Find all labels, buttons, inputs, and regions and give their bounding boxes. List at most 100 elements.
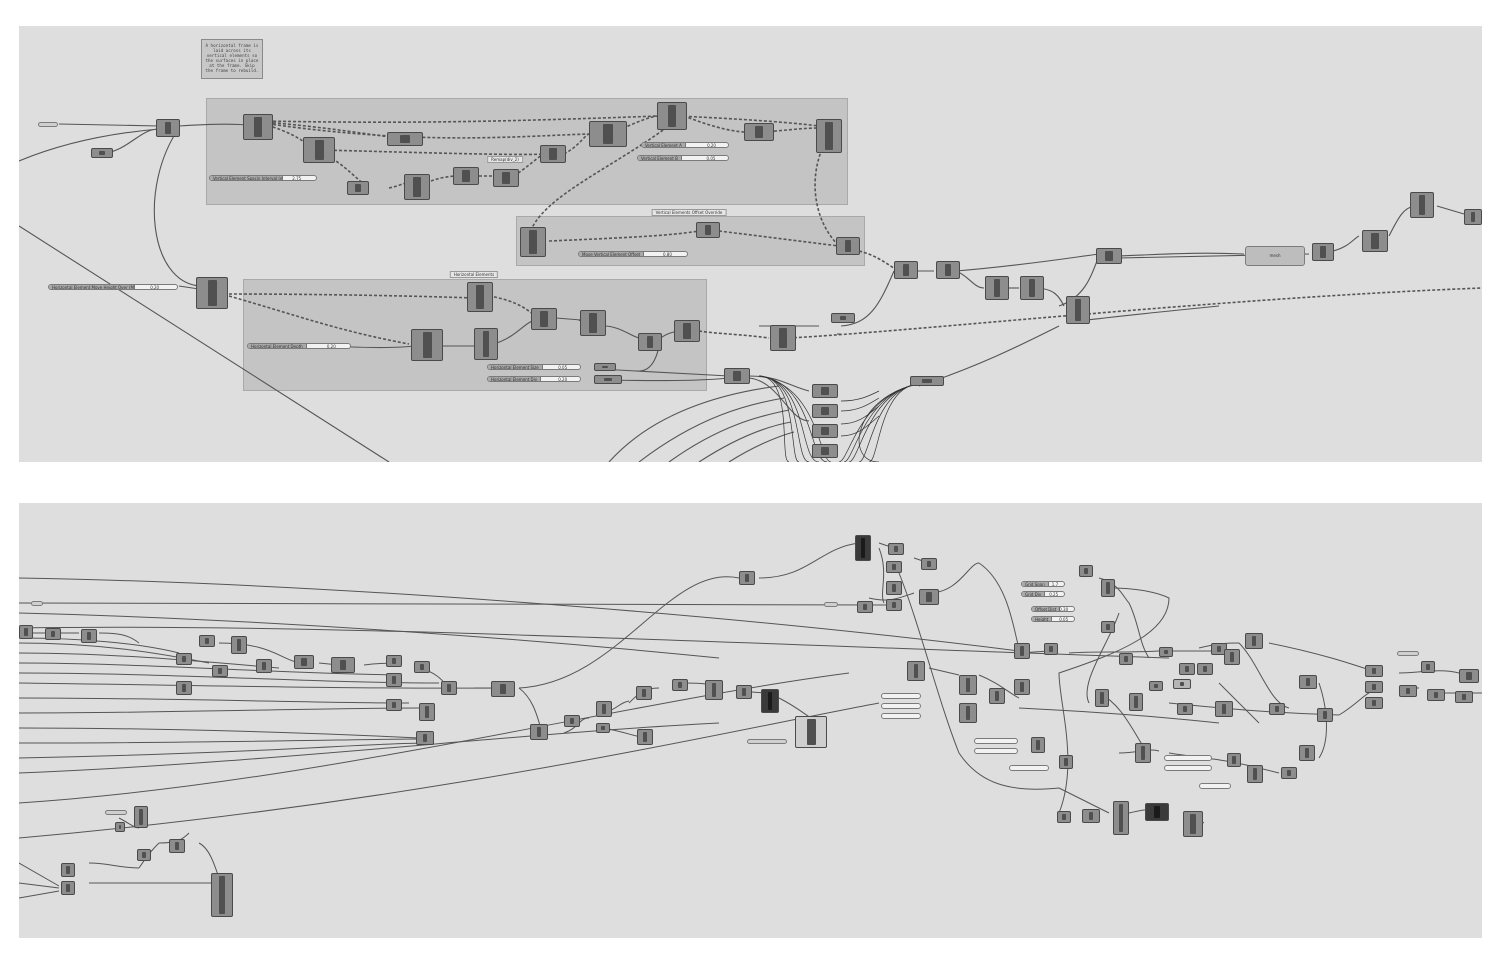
component-node[interactable] [1427,689,1445,701]
component-node[interactable] [959,703,977,723]
component-node[interactable] [1177,703,1193,715]
mesh-param-panel[interactable]: mesh [1245,246,1305,266]
component-node[interactable] [1365,697,1383,709]
component-node[interactable] [1057,811,1071,823]
slider-horizontal-move-height[interactable]: Horizontal Element Move Height Over (M)0… [48,284,178,290]
component-node[interactable] [1224,649,1240,665]
component-node[interactable] [744,123,774,141]
grasshopper-canvas-top[interactable]: A horizontal frame is laid across its ve… [19,26,1482,462]
component-node[interactable] [1014,643,1030,659]
component-node[interactable] [1059,755,1073,769]
component-node[interactable] [705,680,723,700]
component-node[interactable] [474,328,498,360]
component-node[interactable] [211,873,233,917]
param-chip[interactable] [824,602,838,607]
component-node[interactable] [886,561,902,573]
component-node[interactable] [1299,675,1317,689]
component-node[interactable] [156,119,180,137]
component-node[interactable] [857,601,873,613]
component-node[interactable] [936,261,960,279]
component-node-dark[interactable] [1145,803,1169,821]
component-node[interactable] [1245,633,1263,649]
component-node[interactable] [596,701,612,717]
component-node[interactable] [1410,192,1434,218]
component-node[interactable] [1299,745,1315,761]
component-node[interactable] [115,822,125,832]
component-node[interactable] [770,325,796,351]
component-node[interactable] [243,114,273,140]
component-node[interactable] [724,368,750,384]
component-node[interactable] [491,681,515,697]
component-node[interactable] [1082,809,1100,823]
component-node[interactable] [812,404,838,418]
component-node[interactable] [636,686,652,700]
component-node[interactable] [493,169,519,187]
component-node[interactable] [907,661,925,681]
component-node[interactable] [1119,653,1133,665]
component-node[interactable] [596,723,610,733]
component-node[interactable] [1317,708,1333,722]
component-node[interactable] [212,665,228,677]
component-node[interactable] [294,655,314,669]
component-node[interactable] [594,363,616,371]
component-node[interactable] [256,659,272,673]
component-node[interactable] [1079,565,1093,577]
param-chip[interactable] [747,739,787,744]
component-node[interactable] [61,863,75,877]
component-node[interactable] [1281,767,1297,779]
slider-small[interactable] [881,693,921,699]
component-node[interactable] [45,628,61,640]
component-node[interactable] [637,729,653,745]
component-node[interactable] [453,167,479,185]
component-node[interactable] [1464,209,1482,225]
component-node[interactable] [1247,765,1263,783]
component-node[interactable] [1211,643,1227,655]
component-node[interactable] [386,655,402,667]
component-node[interactable] [1113,801,1129,835]
component-node[interactable] [1031,737,1045,753]
component-node[interactable] [959,675,977,695]
slider-small[interactable] [1009,765,1049,771]
component-node[interactable] [530,724,548,740]
slider-small[interactable] [1164,765,1212,771]
component-node[interactable] [836,237,860,255]
component-node[interactable] [816,119,842,153]
component-node[interactable] [303,137,335,163]
component-node[interactable] [1365,665,1383,677]
component-node[interactable] [1459,669,1479,683]
slider-small[interactable] [881,703,921,709]
component-node[interactable] [1101,579,1115,597]
component-node[interactable] [1159,647,1173,657]
component-node[interactable] [1135,743,1151,763]
component-node[interactable] [169,839,185,853]
param-chip[interactable] [31,601,43,606]
param-chip[interactable] [1397,651,1419,656]
component-node[interactable] [419,703,435,721]
component-node[interactable] [520,227,546,257]
component-node[interactable] [921,558,937,570]
component-node[interactable] [467,282,493,312]
component-node[interactable] [411,329,443,361]
component-node[interactable] [812,424,838,438]
component-node[interactable] [1173,679,1191,689]
component-node[interactable] [672,679,688,691]
component-node[interactable] [1269,703,1285,715]
component-node[interactable] [176,653,192,665]
component-node[interactable] [1095,689,1109,707]
component-node[interactable] [331,657,355,673]
component-node[interactable] [1014,679,1030,695]
component-node[interactable] [134,806,148,828]
component-node[interactable] [919,589,939,605]
group-vertical-offset[interactable] [516,216,865,266]
component-node[interactable] [414,661,430,673]
component-node[interactable] [1227,753,1241,767]
slider-small[interactable] [1164,755,1212,761]
